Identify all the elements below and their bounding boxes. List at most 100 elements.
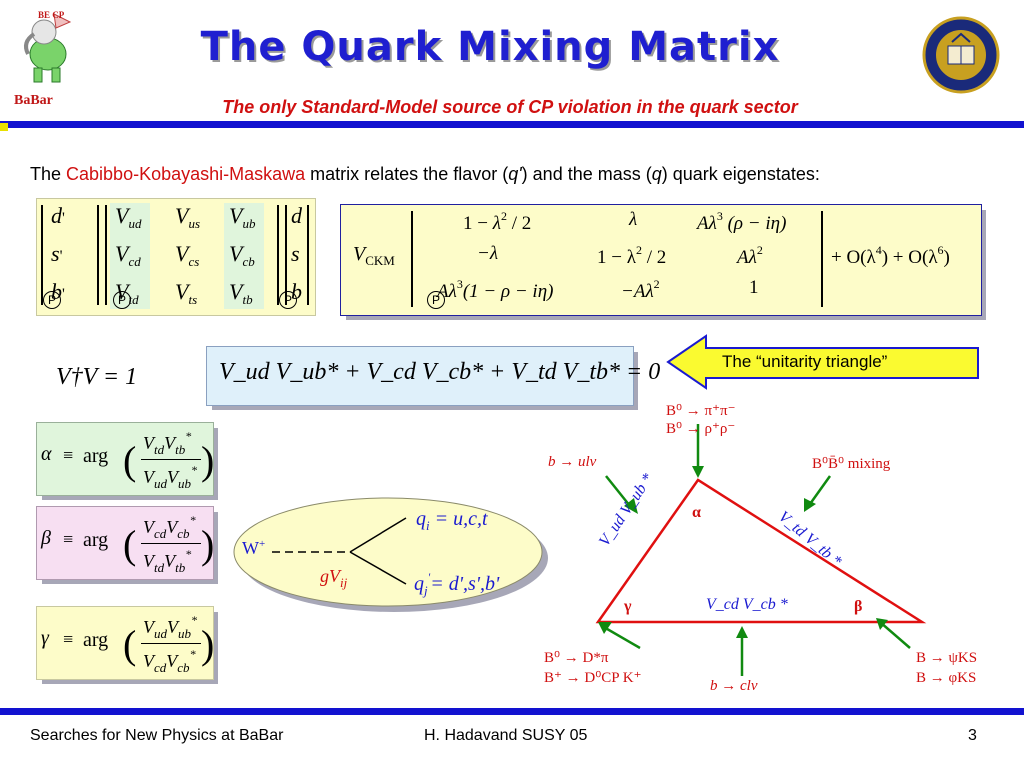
matrix-cell: Vtb: [229, 279, 253, 307]
fraction-denominator: VcdVcb*: [143, 647, 196, 675]
paren-right: ): [201, 438, 215, 483]
matrix-bracket-left: [411, 211, 413, 307]
down-type-quarks: qj'= d',s',b': [414, 570, 500, 598]
paren-right: ): [201, 622, 215, 667]
paren-left: (: [123, 438, 137, 483]
bracket: [277, 205, 279, 305]
beta-processes: B → ψKS B → φKS: [916, 650, 978, 686]
equals-sign: ≡: [63, 445, 74, 465]
intro-prefix: The: [30, 164, 67, 184]
wolf-correction: + O(λ4) + O(λ6): [831, 243, 950, 268]
intro-text: The Cabibbo-Kobayashi-Maskawa matrix rel…: [30, 164, 820, 185]
matrix-cell: Vcb: [229, 241, 255, 269]
alpha-processes: B⁰ → π⁺π⁻ B⁰ → ρ⁺ρ⁻: [666, 403, 736, 437]
callout-text: The “unitarity triangle”: [722, 352, 888, 371]
babar-logo-text: BaBar: [14, 93, 53, 108]
gamma-processes: B⁰ → D*π B⁺ → D⁰CP K⁺: [544, 650, 642, 686]
intro-suffix: ) quark eigenstates:: [661, 164, 820, 184]
bottom-side-label: V_cd V_cb *: [706, 596, 788, 613]
fraction-denominator: VtdVtb*: [143, 547, 192, 575]
fraction-bar: [141, 643, 201, 644]
matrix-cell: Vts: [175, 279, 198, 307]
fraction-numerator: VcdVcb*: [143, 513, 196, 541]
fraction-numerator: VudVub*: [143, 613, 197, 641]
page-subtitle: The only Standard-Model source of CP vio…: [222, 97, 798, 117]
gamma-definition: γ ≡ arg ( VudVub* VcdVcb* ): [36, 606, 214, 680]
wolf-cell: 1 − λ2 / 2: [463, 209, 532, 234]
wolf-cell: Aλ2: [737, 243, 763, 268]
left-arrow-shape: [666, 334, 979, 390]
bottom-process: b → clv: [710, 678, 758, 694]
intro-middle2: ) and the mass (: [521, 164, 652, 184]
arg-text: arg: [83, 629, 109, 651]
bracket-left: [41, 205, 43, 305]
matrix-cell: Vub: [229, 203, 256, 231]
matrix-cell: s: [291, 241, 300, 266]
elephant-icon: [24, 13, 72, 83]
bracket: [105, 205, 107, 305]
beta-symbol: β: [41, 527, 51, 549]
triangle-svg: [595, 424, 927, 676]
matrix-cell: Vus: [175, 203, 201, 231]
page-title: The Quark Mixing Matrix: [200, 24, 780, 70]
highlight-column: [224, 203, 264, 309]
header-divider: [0, 121, 1024, 128]
footer-divider: [0, 708, 1024, 715]
left-process: b → ulv: [548, 454, 597, 470]
footer-author: H. Hadavand SUSY 05: [424, 727, 588, 744]
unitarity-sum: V_ud V_ub* + V_cd V_cb* + V_td V_tb* = 0: [219, 359, 661, 385]
matrix-bracket-right: [821, 211, 823, 307]
beta-angle: β: [854, 598, 863, 615]
wolf-cell: Aλ3(1 − ρ − iη): [437, 277, 554, 302]
wolf-cell: λ: [629, 209, 638, 230]
p-label: P: [427, 291, 445, 309]
intro-q-prime: q': [508, 164, 522, 184]
up-type-quarks: qi = u,c,t: [416, 508, 488, 533]
beta-definition: β ≡ arg ( VcdVcb* VtdVtb* ): [36, 506, 214, 580]
matrix-cell: Vud: [115, 203, 142, 231]
fraction-bar: [141, 459, 201, 460]
gamma-angle: γ: [624, 598, 632, 615]
ckm-flavor-matrix: d' Vud Vus Vub d s' Vcd Vcs Vcb s b' Vtd…: [36, 198, 316, 316]
matrix-cell: Vcd: [115, 241, 141, 269]
corner-marker: [0, 123, 8, 131]
p-label: P: [113, 291, 131, 309]
fraction-numerator: VtdVtb*: [143, 429, 192, 457]
matrix-cell: Vcs: [175, 241, 200, 269]
arg-text: arg: [83, 529, 109, 551]
wolf-cell: −λ: [477, 243, 499, 264]
mixing-process: B⁰B̄⁰ mixing: [812, 456, 891, 472]
matrix-cell: d': [51, 203, 65, 228]
paren-left: (: [123, 622, 137, 667]
intro-q: q: [651, 164, 662, 184]
ckm-wolfenstein-matrix: VCKM 1 − λ2 / 2 λ Aλ3 (ρ − iη) −λ 1 − λ2…: [340, 204, 982, 316]
page-number: 3: [968, 727, 977, 744]
arg-text: arg: [83, 445, 109, 467]
wolf-cell: Aλ3 (ρ − iη): [697, 209, 787, 234]
logo-top-text: BE CP: [38, 10, 65, 20]
fraction-denominator: VudVub*: [143, 463, 197, 491]
gamma-symbol: γ: [41, 627, 49, 649]
vckm-label: VCKM: [353, 243, 395, 268]
unitarity-triangle-callout: The “unitarity triangle”: [666, 334, 982, 390]
p-label: P: [43, 291, 61, 309]
equals-sign: ≡: [63, 529, 74, 549]
w-vertex-diagram: W+ gVij qi = u,c,t qj'= d',s',b': [222, 488, 554, 616]
coupling-label: gVij: [320, 566, 348, 590]
bracket: [97, 205, 99, 305]
unitarity-condition: V†V = 1: [56, 364, 138, 390]
paren-left: (: [123, 522, 137, 567]
w-boson-label: W+: [242, 538, 266, 558]
alpha-symbol: α: [41, 443, 52, 465]
seal-icon: [922, 16, 1000, 94]
matrix-cell: d: [291, 203, 302, 228]
vertex-oval: [233, 497, 548, 612]
wolf-cell: 1 − λ2 / 2: [597, 243, 667, 268]
unitarity-triangle: B⁰ → π⁺π⁻ B⁰ → ρ⁺ρ⁻ b → ulv B⁰B̄⁰ mixing…: [540, 400, 1000, 700]
alpha-angle: α: [692, 504, 701, 521]
university-seal: [922, 16, 1000, 94]
unitarity-sum-box: V_ud V_ub* + V_cd V_cb* + V_td V_tb* = 0: [206, 346, 660, 406]
equals-sign: ≡: [63, 629, 74, 649]
ckm-name: Cabibbo-Kobayashi-Maskawa: [66, 164, 306, 184]
babar-logo: BE CP: [14, 8, 80, 92]
